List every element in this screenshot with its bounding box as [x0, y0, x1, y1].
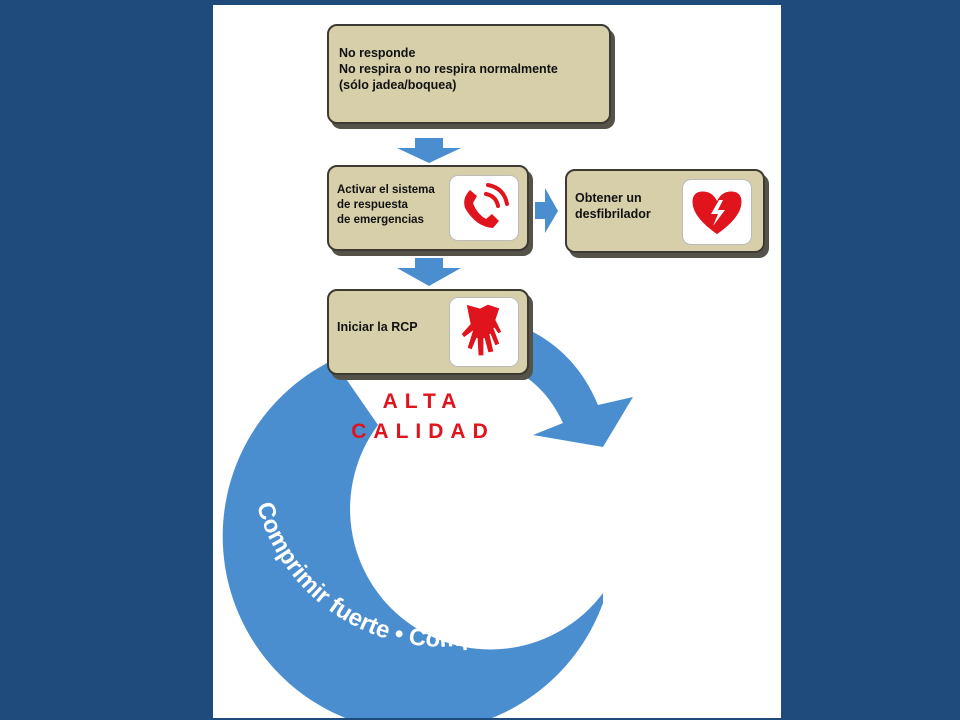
obtener-line1: Obtener un	[575, 191, 642, 205]
activar-line3: de emergencias	[337, 214, 424, 226]
box-obtener-desfibrilador: Obtener un desfibrilador	[565, 169, 765, 253]
no-responde-line1: No responde	[339, 46, 416, 60]
down-arrow-1	[397, 138, 461, 163]
iniciar-rcp-label: Iniciar la RCP	[337, 320, 418, 334]
right-arrow	[535, 188, 558, 233]
no-responde-line2: No respira o no respira normalmente	[339, 62, 558, 76]
box-no-responde: No responde No respira o no respira norm…	[327, 24, 611, 124]
phone-icon	[450, 176, 518, 240]
hands-compression-icon	[450, 298, 518, 366]
heart-lightning-icon	[683, 180, 751, 244]
quality-label: ALTA CALIDAD	[333, 387, 513, 447]
box-activar-emergencias: Activar el sistema de respuesta de emerg…	[327, 165, 529, 251]
box-iniciar-rcp: Iniciar la RCP	[327, 289, 529, 375]
obtener-line2: desfibrilador	[575, 207, 651, 221]
quality-line1: ALTA	[382, 390, 464, 413]
quality-line2: CALIDAD	[351, 420, 495, 443]
down-arrow-2	[397, 258, 461, 286]
no-responde-line3: (sólo jadea/boquea)	[339, 78, 457, 92]
diagram-panel: Comprimir fuerte • Comprimir rápido No r…	[213, 5, 781, 718]
circular-arrow	[222, 360, 603, 718]
activar-line2: de respuesta	[337, 199, 408, 211]
activar-line1: Activar el sistema	[337, 184, 435, 196]
cycle-arrowhead	[503, 323, 633, 447]
